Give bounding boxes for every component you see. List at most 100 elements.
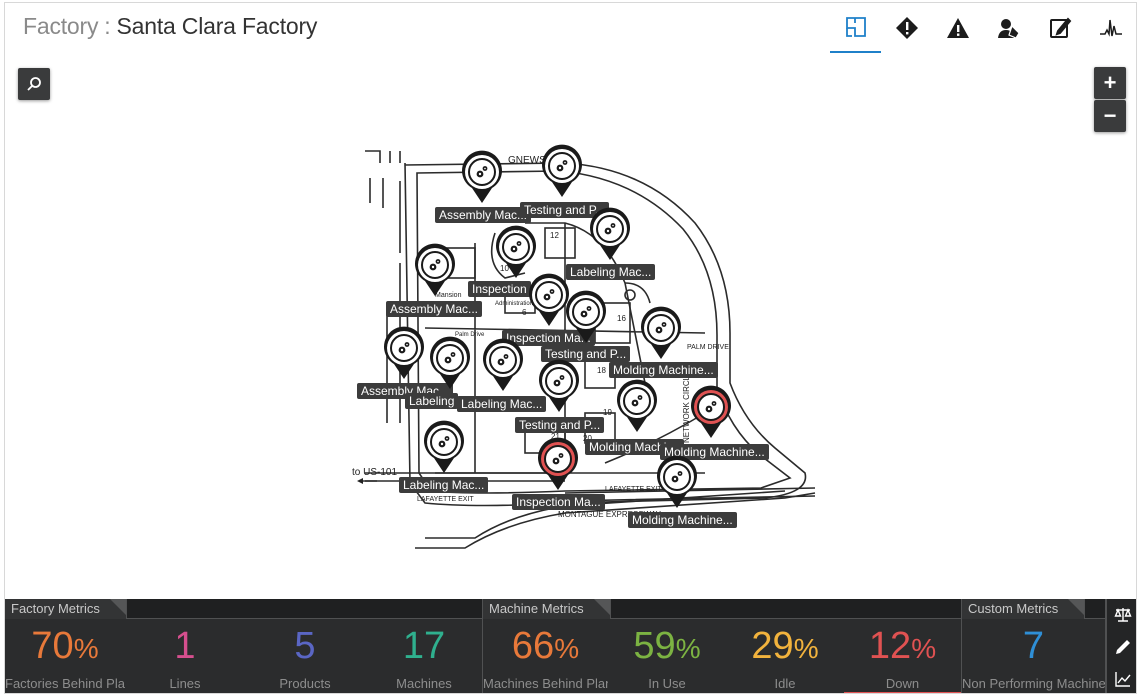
metric-tile[interactable]: 12% Down	[844, 620, 961, 693]
metrics-side-buttons	[1106, 599, 1136, 693]
machine-pin[interactable]	[527, 273, 571, 327]
metric-unit: %	[793, 633, 819, 664]
gears-icon	[497, 354, 509, 366]
gears-icon	[438, 436, 450, 448]
factory-metrics-tab[interactable]: Factory Metrics	[5, 599, 127, 619]
metric-tile[interactable]: 59%In Use	[608, 620, 726, 693]
machine-pin[interactable]	[639, 306, 683, 360]
machine-pin-label[interactable]: Testing and P...	[515, 417, 605, 433]
title-prefix: Factory	[23, 13, 99, 39]
machine-pin-label[interactable]: Testing and P...	[541, 346, 631, 362]
zoom-in-button[interactable]: +	[1094, 67, 1126, 99]
machine-pin-label[interactable]: Testing and P...	[520, 202, 610, 218]
group-header: Factory Metrics	[5, 599, 482, 619]
machine-pin-label[interactable]: Assembly Mac...	[386, 301, 483, 317]
map-pin-icon	[590, 207, 630, 260]
metric-label: Down	[885, 676, 920, 691]
machine-pin-down[interactable]	[536, 437, 580, 491]
metric-tile[interactable]: 70% Factories Behind Plan	[5, 620, 125, 693]
machine-pin-label[interactable]: Molding Machine...	[609, 362, 718, 378]
zoom-out-button[interactable]: −	[1094, 100, 1126, 132]
machine-pin-label[interactable]: Labeling	[405, 393, 459, 409]
metric-number: 66	[511, 625, 555, 667]
metric-value: 12%	[844, 626, 961, 669]
metric-tile[interactable]: 29%Idle	[726, 620, 844, 693]
metric-label: In Use	[648, 676, 686, 691]
compare-button[interactable]	[1107, 599, 1136, 631]
app-window: GNEWS RO to US-101 LAFAYETTE EXIT LAFAYE…	[4, 2, 1137, 694]
machine-pin[interactable]	[655, 455, 699, 509]
metric-label: Products	[279, 676, 331, 691]
diamond-alert-icon	[895, 17, 918, 39]
gears-icon	[543, 289, 555, 301]
scale-icon	[1114, 608, 1132, 622]
metric-label: Factories Behind Plan	[5, 676, 125, 691]
building-number: 6	[522, 308, 527, 317]
machine-pin[interactable]	[382, 326, 426, 380]
machine-pin-label[interactable]: Inspection Ma...	[512, 494, 605, 510]
machine-pin[interactable]	[413, 243, 457, 297]
machine-pin-label[interactable]: Labeling Mac...	[566, 264, 656, 280]
map-search-button[interactable]	[18, 68, 50, 100]
metric-tile[interactable]: 66%Machines Behind Plan	[483, 620, 608, 693]
alerts-tab[interactable]	[881, 3, 932, 53]
pencil-icon	[1116, 640, 1130, 654]
warnings-tab[interactable]	[932, 3, 983, 53]
map-pin-icon	[462, 150, 502, 203]
metric-unit: %	[675, 633, 701, 664]
machine-pin[interactable]	[460, 150, 504, 204]
signal-wave-icon	[1099, 19, 1122, 37]
metric-value: 7	[962, 626, 1105, 669]
trend-button[interactable]	[1107, 663, 1136, 693]
floorplan-icon	[845, 17, 866, 37]
road-label-gnews: GNEWS RO	[508, 155, 564, 166]
metric-label: Non Performing Machine	[962, 676, 1105, 691]
machine-pin[interactable]	[428, 336, 472, 390]
metrics-bar: Factory Metrics 70% Factories Behind Plan…	[5, 599, 1136, 693]
metric-value: 1	[125, 626, 245, 669]
map-pin-icon	[566, 290, 606, 343]
gears-icon	[655, 322, 667, 334]
metric-value: 70%	[5, 626, 125, 669]
machine-pin[interactable]	[564, 290, 608, 344]
signal-tab[interactable]	[1085, 3, 1136, 53]
machine-pin[interactable]	[422, 420, 466, 474]
custom-metrics-tab[interactable]: Custom Metrics	[962, 599, 1086, 619]
metric-number: 12	[868, 625, 912, 667]
machine-pin-label[interactable]: Molding Machine...	[660, 444, 769, 460]
machine-metrics-tab[interactable]: Machine Metrics	[483, 599, 611, 619]
machine-pin-down[interactable]	[689, 385, 733, 439]
floorplan-tab[interactable]	[830, 3, 881, 53]
building-number: 20	[583, 434, 592, 443]
machine-pin[interactable]	[588, 207, 632, 261]
machine-pin-label[interactable]: Molding Machine...	[628, 512, 737, 528]
map-pin-icon	[657, 455, 697, 508]
machine-pin-label[interactable]: Labeling Mac...	[399, 477, 489, 493]
edit-metrics-button[interactable]	[1107, 631, 1136, 663]
map-pin-icon	[384, 326, 424, 379]
metric-value: 66%	[483, 626, 608, 669]
map-pin-icon	[430, 336, 470, 389]
operators-tab[interactable]	[983, 3, 1034, 53]
machine-pin[interactable]	[615, 379, 659, 433]
map-pin-icon	[496, 225, 536, 278]
map-labels: GNEWS RO to US-101 LAFAYETTE EXIT LAFAYE…	[352, 155, 729, 519]
machine-pin[interactable]	[540, 144, 584, 198]
map-pin-icon	[415, 243, 455, 296]
machine-pin-label[interactable]: Labeling Mac...	[457, 396, 547, 412]
notes-tab[interactable]	[1034, 3, 1085, 53]
machine-pin-label[interactable]: Molding Machine	[585, 439, 684, 455]
machine-pin[interactable]	[481, 338, 525, 392]
machine-pin-label[interactable]: Inspection Ma...	[502, 330, 595, 346]
machine-pin[interactable]	[537, 359, 581, 413]
road-label-montague: MONTAGUE EXPRESSWAY	[558, 510, 662, 519]
machine-pin-label[interactable]: Assembly Mac...	[435, 207, 532, 223]
machine-pin-label[interactable]: Inspection	[468, 281, 531, 297]
machine-pin[interactable]	[494, 225, 538, 279]
gears-icon	[580, 306, 592, 318]
